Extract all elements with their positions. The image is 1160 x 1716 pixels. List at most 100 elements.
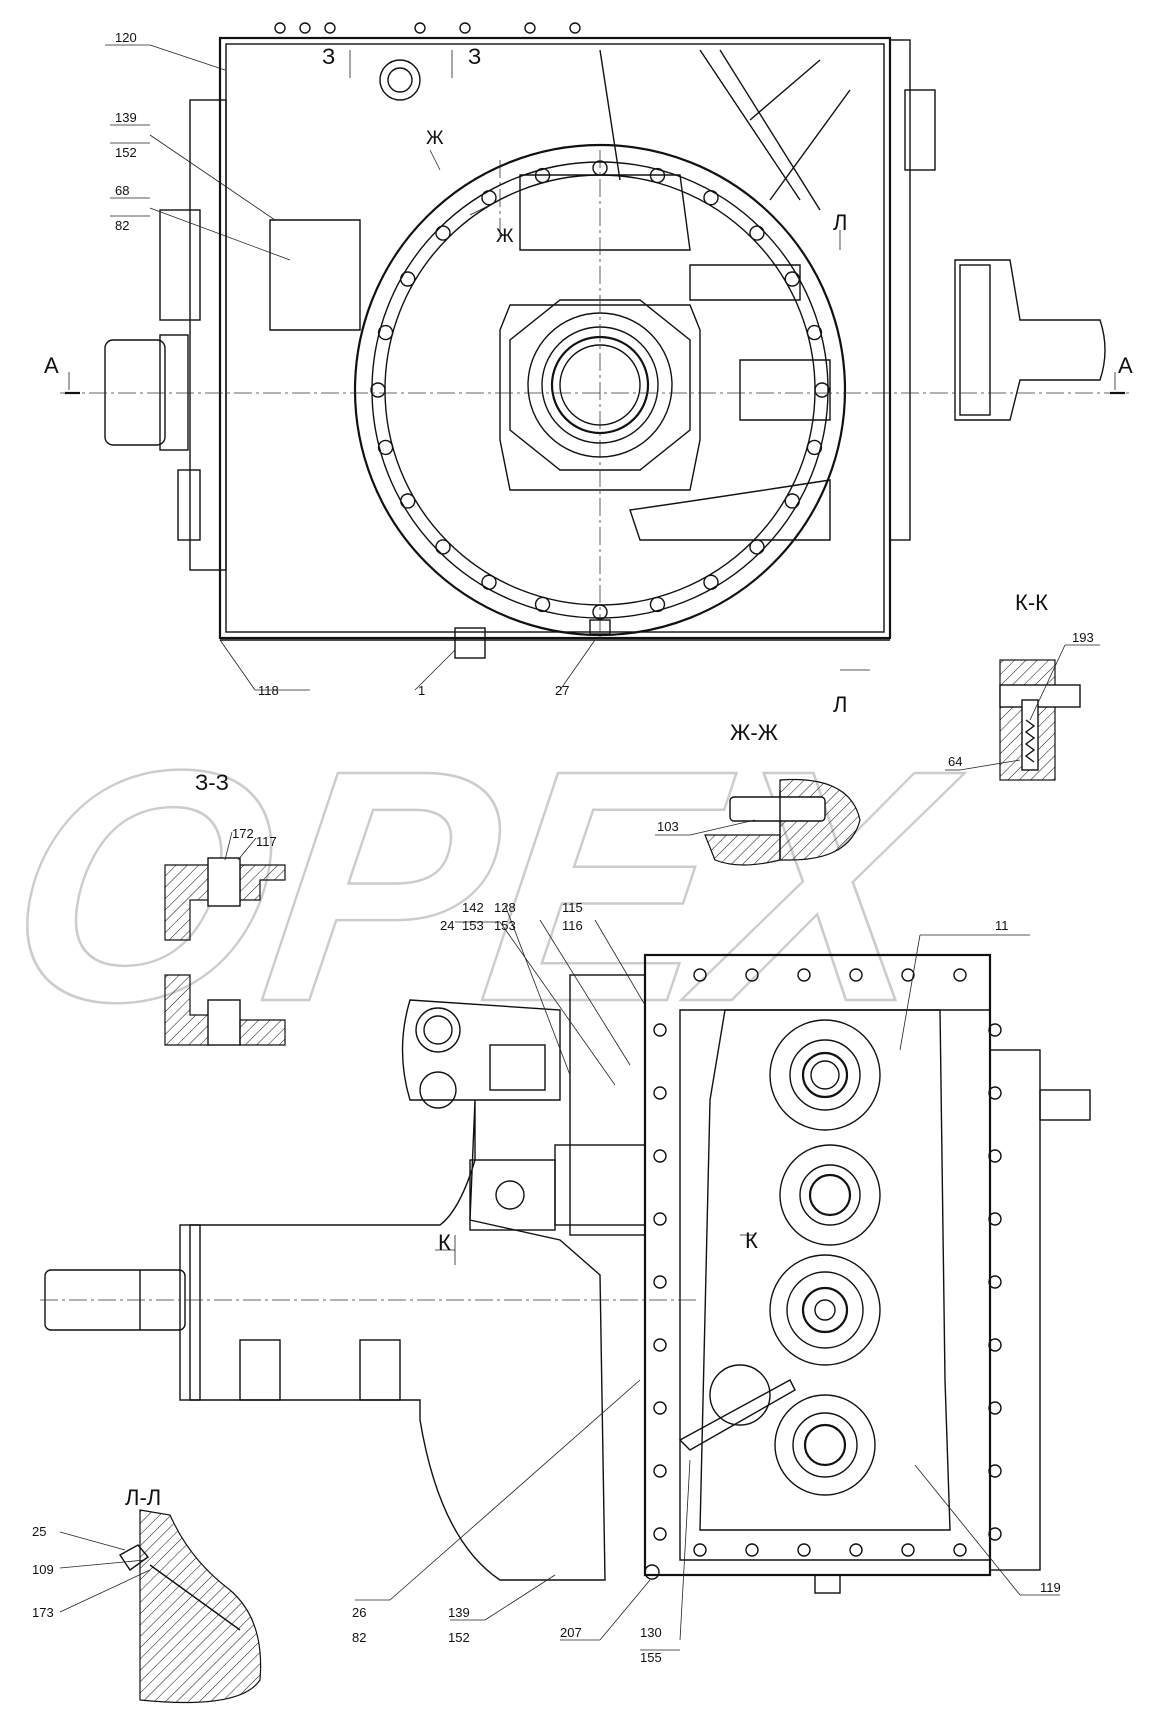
section-a-right: А	[1118, 353, 1133, 378]
cover-bolt	[849, 968, 863, 982]
top-view	[60, 22, 1130, 671]
ring-bolt	[435, 225, 451, 241]
callout-82-top: 82	[115, 218, 129, 233]
section-l-bottom: Л	[833, 692, 847, 717]
section-k-right: К	[745, 1228, 758, 1253]
ring-bolt	[377, 324, 394, 341]
section-l-top: Л	[833, 210, 847, 235]
callout-117: 117	[256, 834, 277, 849]
title-kk: К-К	[1015, 590, 1048, 615]
cover-bolt	[653, 1275, 667, 1289]
callout-82-bottom: 82	[352, 1630, 366, 1645]
section-k-left: К	[438, 1230, 451, 1255]
section-zhzh	[655, 778, 861, 866]
cover-bolt	[693, 1543, 707, 1557]
ring-bolt	[534, 596, 551, 613]
callout-155: 155	[640, 1650, 662, 1665]
ring-bolt	[806, 439, 823, 456]
title-zz: З-З	[195, 770, 229, 795]
callout-153-b: 153	[494, 918, 516, 933]
cover-bolt	[988, 1527, 1002, 1541]
cover-bolt	[653, 1338, 667, 1352]
section-ll	[59, 1509, 262, 1704]
cover-bolt	[653, 1212, 667, 1226]
cover-bolt	[653, 1086, 667, 1100]
ring-bolt	[784, 493, 800, 509]
callout-11: 11	[995, 918, 1009, 933]
cover-bolt	[653, 1527, 667, 1541]
cover-bolt	[953, 968, 967, 982]
cover-bolt	[988, 1401, 1002, 1415]
callout-leaders-bottom	[355, 904, 1060, 1651]
ring-bolt	[435, 539, 451, 555]
callout-64: 64	[948, 754, 962, 769]
ring-bolt	[749, 539, 765, 555]
cover-bolt	[653, 1401, 667, 1415]
cover-bolt	[988, 1275, 1002, 1289]
cover-bolt	[953, 1543, 967, 1557]
cover-bolt	[745, 968, 759, 982]
callout-68: 68	[115, 183, 129, 198]
callout-119: 119	[1040, 1580, 1061, 1595]
ring-bolt	[649, 596, 666, 613]
title-zhzh: Ж-Ж	[730, 720, 779, 745]
callout-leaders-top	[105, 44, 596, 691]
callout-27: 27	[555, 683, 569, 698]
cover-bolt	[901, 1543, 915, 1557]
ring-bolt	[814, 382, 830, 398]
ring-bolt	[400, 493, 416, 509]
ring-bolt	[784, 271, 800, 287]
cover-bolt	[988, 1212, 1002, 1226]
callout-193: 193	[1072, 630, 1094, 645]
ring-bolt	[481, 190, 497, 206]
callout-130: 130	[640, 1625, 662, 1640]
cover-bolt	[693, 968, 707, 982]
cover-bolt	[901, 968, 915, 982]
cover-bolt	[653, 1023, 667, 1037]
cover-bolt	[797, 968, 811, 982]
cover-bolt	[849, 1543, 863, 1557]
section-z-right: З	[468, 44, 481, 69]
callout-116: 116	[562, 918, 583, 933]
bottom-view	[40, 953, 1091, 1594]
callout-26: 26	[352, 1605, 366, 1620]
section-kk	[945, 644, 1100, 781]
callout-207: 207	[560, 1625, 582, 1640]
title-ll: Л-Л	[125, 1485, 161, 1510]
callout-120: 120	[115, 30, 137, 45]
cover-bolt	[988, 1023, 1002, 1037]
ring-bolt	[400, 271, 416, 287]
cover-bolt	[653, 1149, 667, 1163]
callout-118: 118	[258, 683, 279, 698]
ring-bolt	[370, 382, 386, 398]
cover-bolt	[745, 1543, 759, 1557]
ring-bolt	[749, 225, 765, 241]
cover-bolt	[988, 1464, 1002, 1478]
callout-25: 25	[32, 1524, 46, 1539]
callout-24: 24	[440, 918, 454, 933]
cover-bolt	[653, 1464, 667, 1478]
ring-bolt	[703, 190, 719, 206]
callout-1: 1	[418, 683, 425, 698]
cover-bolt	[797, 1543, 811, 1557]
callout-152-bottom: 152	[448, 1630, 470, 1645]
cover-bolt	[988, 1338, 1002, 1352]
callout-139-top: 139	[115, 110, 137, 125]
callout-109: 109	[32, 1562, 54, 1577]
section-zz	[164, 831, 286, 1046]
ring-bolt	[377, 439, 394, 456]
callout-103: 103	[657, 819, 679, 834]
callout-142: 142	[462, 900, 484, 915]
callout-139-bottom: 139	[448, 1605, 470, 1620]
callout-153-a: 153	[462, 918, 484, 933]
cover-bolt	[988, 1149, 1002, 1163]
section-a-left: А	[44, 353, 59, 378]
callout-173: 173	[32, 1605, 54, 1620]
ring-bolt	[806, 324, 823, 341]
section-zh-mid: Ж	[496, 226, 514, 247]
ring-bolt	[481, 574, 497, 590]
callout-115: 115	[562, 900, 583, 915]
callout-128: 128	[494, 900, 516, 915]
section-z-left: З	[322, 44, 335, 69]
